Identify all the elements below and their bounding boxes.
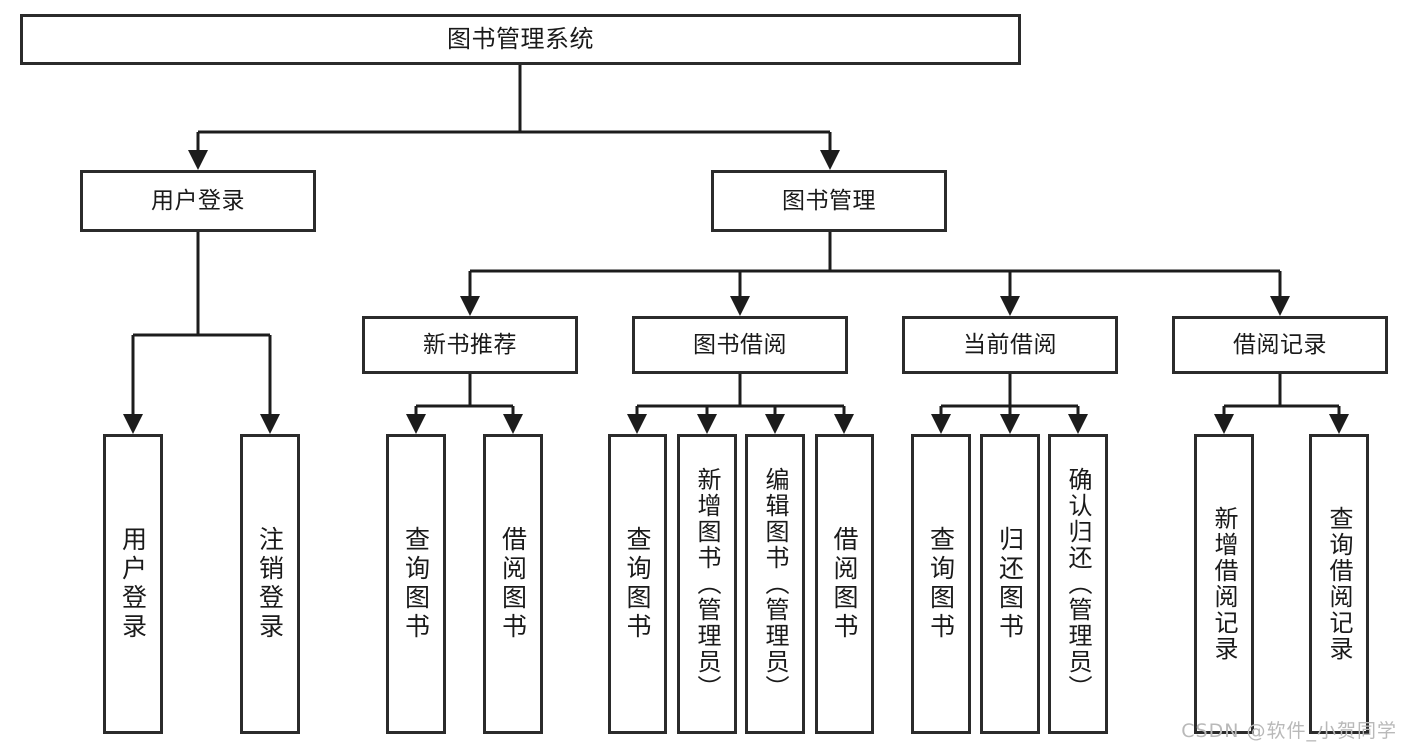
- leaf-user-login-login[interactable]: 用户登录: [103, 434, 163, 734]
- leaf-record-add-record[interactable]: 新增借阅记录: [1194, 434, 1254, 734]
- node-user-login[interactable]: 用户登录: [80, 170, 316, 232]
- node-current-borrow[interactable]: 当前借阅: [902, 316, 1118, 374]
- node-borrow-record[interactable]: 借阅记录: [1172, 316, 1388, 374]
- node-new-book-recommend[interactable]: 新书推荐: [362, 316, 578, 374]
- leaf-user-login-logout-label: 注销登录: [255, 526, 285, 642]
- arrowhead-borrow-leaf2: [697, 414, 717, 434]
- leaf-current-confirm-return-admin-label: 确认归还（管理员）: [1064, 467, 1092, 701]
- leaf-new-book-query[interactable]: 查询图书: [386, 434, 446, 734]
- leaf-current-return-book[interactable]: 归还图书: [980, 434, 1040, 734]
- leaf-user-login-logout[interactable]: 注销登录: [240, 434, 300, 734]
- leaf-current-query-book-label: 查询图书: [926, 526, 956, 642]
- arrowhead-current-leaf3: [1068, 414, 1088, 434]
- node-root[interactable]: 图书管理系统: [20, 14, 1021, 65]
- node-book-management[interactable]: 图书管理: [711, 170, 947, 232]
- leaf-current-confirm-return-admin[interactable]: 确认归还（管理员）: [1048, 434, 1108, 734]
- node-borrow-record-label: 借阅记录: [1233, 331, 1327, 358]
- arrowhead-current: [1000, 296, 1020, 316]
- arrowhead-newbook-leaf2: [503, 414, 523, 434]
- node-book-borrow[interactable]: 图书借阅: [632, 316, 848, 374]
- arrowhead-user-login: [188, 150, 208, 170]
- arrowhead-borrow-leaf4: [834, 414, 854, 434]
- arrowhead-current-leaf1: [931, 414, 951, 434]
- arrowhead-borrow-leaf1: [627, 414, 647, 434]
- leaf-record-query-record-label: 查询借阅记录: [1325, 506, 1353, 662]
- arrowhead-leaf-logout: [260, 414, 280, 434]
- arrowhead-borrow: [730, 296, 750, 316]
- leaf-new-book-borrow-label: 借阅图书: [498, 526, 528, 642]
- leaf-borrow-edit-book-admin[interactable]: 编辑图书（管理员）: [745, 434, 805, 734]
- leaf-borrow-query-book-label: 查询图书: [623, 526, 652, 642]
- arrowhead-record: [1270, 296, 1290, 316]
- leaf-borrow-borrow-book[interactable]: 借阅图书: [815, 434, 874, 734]
- watermark: CSDN @软件_小贺同学: [1181, 720, 1397, 742]
- leaf-record-add-record-label: 新增借阅记录: [1210, 506, 1238, 662]
- leaf-borrow-borrow-book-label: 借阅图书: [830, 526, 859, 642]
- node-book-management-label: 图书管理: [782, 187, 876, 214]
- node-current-borrow-label: 当前借阅: [963, 331, 1057, 358]
- leaf-current-return-book-label: 归还图书: [995, 526, 1025, 642]
- arrowhead-book-manage: [820, 150, 840, 170]
- leaf-user-login-login-label: 用户登录: [118, 526, 148, 642]
- leaf-new-book-borrow[interactable]: 借阅图书: [483, 434, 543, 734]
- arrowhead-current-leaf2: [1000, 414, 1020, 434]
- arrowhead-record-leaf2: [1329, 414, 1349, 434]
- node-user-login-label: 用户登录: [151, 187, 245, 214]
- node-root-label: 图书管理系统: [447, 24, 594, 53]
- arrowhead-newbook-leaf1: [406, 414, 426, 434]
- leaf-borrow-edit-book-admin-label: 编辑图书（管理员）: [761, 467, 789, 701]
- arrowhead-record-leaf1: [1214, 414, 1234, 434]
- node-new-book-recommend-label: 新书推荐: [423, 331, 517, 358]
- leaf-current-query-book[interactable]: 查询图书: [911, 434, 971, 734]
- node-book-borrow-label: 图书借阅: [693, 331, 787, 358]
- leaf-new-book-query-label: 查询图书: [401, 526, 431, 642]
- leaf-borrow-add-book-admin[interactable]: 新增图书（管理员）: [677, 434, 737, 734]
- arrowhead-borrow-leaf3: [765, 414, 785, 434]
- leaf-borrow-add-book-admin-label: 新增图书（管理员）: [693, 467, 721, 701]
- leaf-record-query-record[interactable]: 查询借阅记录: [1309, 434, 1369, 734]
- leaf-borrow-query-book[interactable]: 查询图书: [608, 434, 667, 734]
- arrowhead-new-book: [460, 296, 480, 316]
- arrowhead-leaf-user-login: [123, 414, 143, 434]
